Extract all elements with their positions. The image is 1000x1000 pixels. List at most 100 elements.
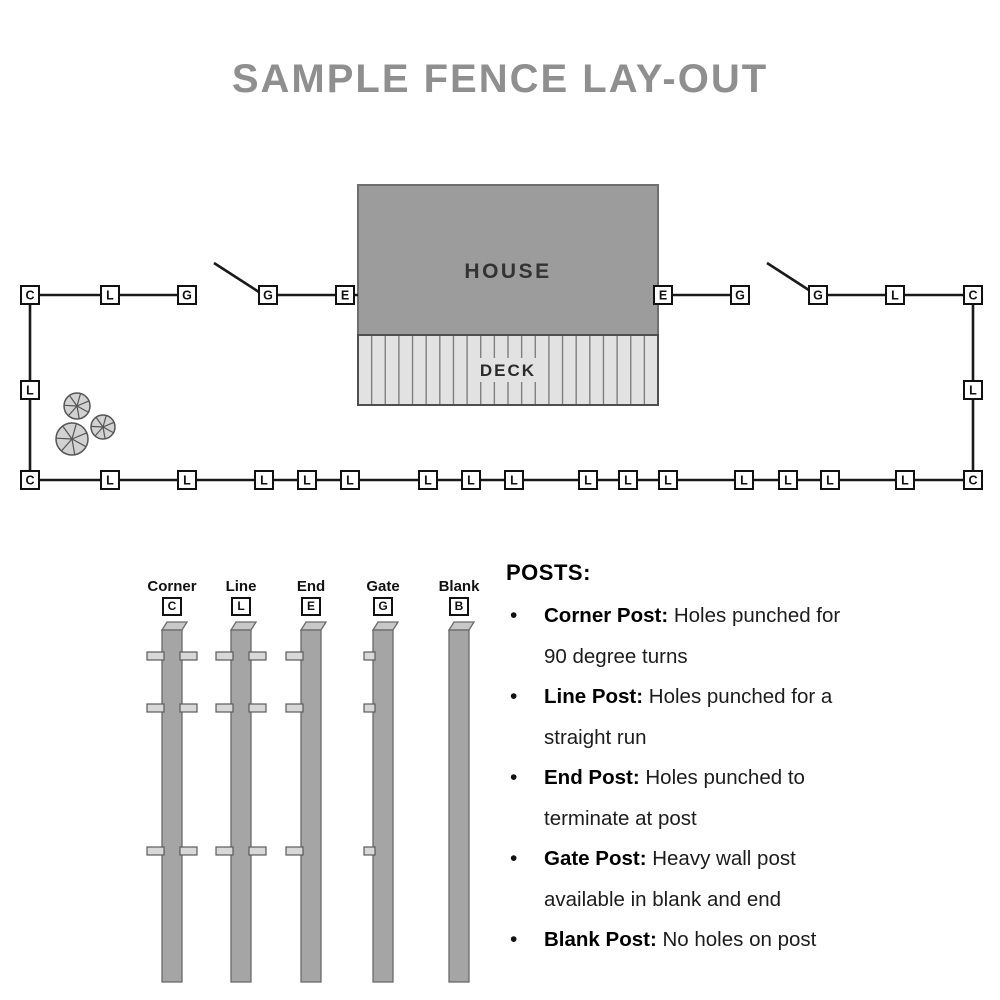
post-info-item: Blank Post: No holes on post <box>506 920 858 961</box>
post-top-cap <box>229 621 258 631</box>
svg-text:L: L <box>424 474 432 488</box>
svg-text:E: E <box>341 289 349 303</box>
post-marker-e: E <box>653 285 673 305</box>
svg-text:L: L <box>346 474 354 488</box>
post-top-cap <box>447 621 476 631</box>
svg-text:L: L <box>106 474 114 488</box>
post-body <box>300 629 322 983</box>
rail-bracket-left <box>363 846 376 856</box>
rail-bracket-right <box>179 846 198 856</box>
post-info-name: Blank Post: <box>544 928 657 951</box>
svg-text:L: L <box>183 474 191 488</box>
legend-letter-box: G <box>373 597 393 616</box>
post-marker-l: L <box>734 470 754 490</box>
post-marker-l: L <box>658 470 678 490</box>
post-marker-l: L <box>778 470 798 490</box>
rail-bracket-right <box>248 651 267 661</box>
post-marker-g: G <box>177 285 197 305</box>
post-marker-l: L <box>254 470 274 490</box>
legend-post-name: Blank <box>438 578 480 595</box>
legend-letter-wrap: G <box>348 596 418 616</box>
svg-text:L: L <box>624 474 632 488</box>
svg-text:L: L <box>584 474 592 488</box>
svg-text:L: L <box>260 474 268 488</box>
post-top-cap <box>160 621 189 631</box>
legend-post-name: End <box>296 578 326 595</box>
post-marker-l: L <box>418 470 438 490</box>
rail-bracket-left <box>146 703 165 713</box>
post-info-item: Line Post: Holes punched for a straight … <box>506 677 858 758</box>
post-marker-g: G <box>808 285 828 305</box>
post-body <box>372 629 394 983</box>
post-marker-l: L <box>895 470 915 490</box>
legend-letter-wrap: C <box>137 596 207 616</box>
post-info-name: Gate Post: <box>544 847 647 870</box>
svg-text:C: C <box>25 474 34 488</box>
post-marker-l: L <box>20 380 40 400</box>
post-marker-l: L <box>618 470 638 490</box>
post-info-name: End Post: <box>544 766 640 789</box>
legend-post-name: Line <box>225 578 257 595</box>
post-info-desc: Heavy wall post available in blank and e… <box>544 847 796 911</box>
svg-text:L: L <box>740 474 748 488</box>
post-graphic-corner <box>146 621 198 983</box>
rail-bracket-left <box>215 651 234 661</box>
post-marker-l: L <box>461 470 481 490</box>
svg-text:C: C <box>968 474 977 488</box>
legend-letter-box: C <box>162 597 182 616</box>
svg-text:L: L <box>664 474 672 488</box>
legend-letter-wrap: L <box>206 596 276 616</box>
post-top-cap <box>299 621 328 631</box>
post-graphic-end <box>285 621 328 983</box>
svg-text:C: C <box>968 289 977 303</box>
svg-text:G: G <box>263 289 273 303</box>
rail-bracket-left <box>285 651 304 661</box>
post-graphic-line <box>215 621 267 983</box>
svg-text:C: C <box>25 289 34 303</box>
legend-letter-box: L <box>231 597 251 616</box>
rail-bracket-right <box>179 703 198 713</box>
svg-text:L: L <box>901 474 909 488</box>
rail-bracket-left <box>146 651 165 661</box>
post-marker-l: L <box>578 470 598 490</box>
post-graphic-blank <box>447 621 476 983</box>
gate-swing-line <box>213 261 263 296</box>
post-marker-l: L <box>820 470 840 490</box>
post-marker-g: G <box>730 285 750 305</box>
rail-bracket-left <box>363 703 376 713</box>
svg-text:L: L <box>467 474 475 488</box>
legend-letter-wrap: B <box>424 596 494 616</box>
post-info-name: Corner Post: <box>544 604 669 627</box>
post-info-desc: Holes punched for a straight run <box>544 685 833 749</box>
svg-text:G: G <box>735 289 745 303</box>
svg-text:E: E <box>659 289 667 303</box>
house-label: HOUSE <box>464 260 551 283</box>
tree-icon <box>90 414 116 440</box>
legend-letter-box: E <box>301 597 321 616</box>
post-marker-l: L <box>177 470 197 490</box>
svg-text:L: L <box>510 474 518 488</box>
legend-post-name: Corner <box>147 578 197 595</box>
tree-icon <box>63 392 91 420</box>
post-body <box>161 629 183 983</box>
svg-text:L: L <box>303 474 311 488</box>
post-top-cap <box>371 621 400 631</box>
post-info-desc: Holes punched for 90 degree turns <box>544 604 841 668</box>
deck-label-bg <box>468 358 548 382</box>
post-marker-l: L <box>963 380 983 400</box>
post-marker-e: E <box>335 285 355 305</box>
svg-text:L: L <box>784 474 792 488</box>
rail-bracket-right <box>248 846 267 856</box>
posts-info-panel: POSTS: Corner Post: Holes punched for 90… <box>506 560 976 961</box>
post-body <box>230 629 252 983</box>
rail-bracket-right <box>248 703 267 713</box>
post-info-item: End Post: Holes punched to terminate at … <box>506 758 858 839</box>
